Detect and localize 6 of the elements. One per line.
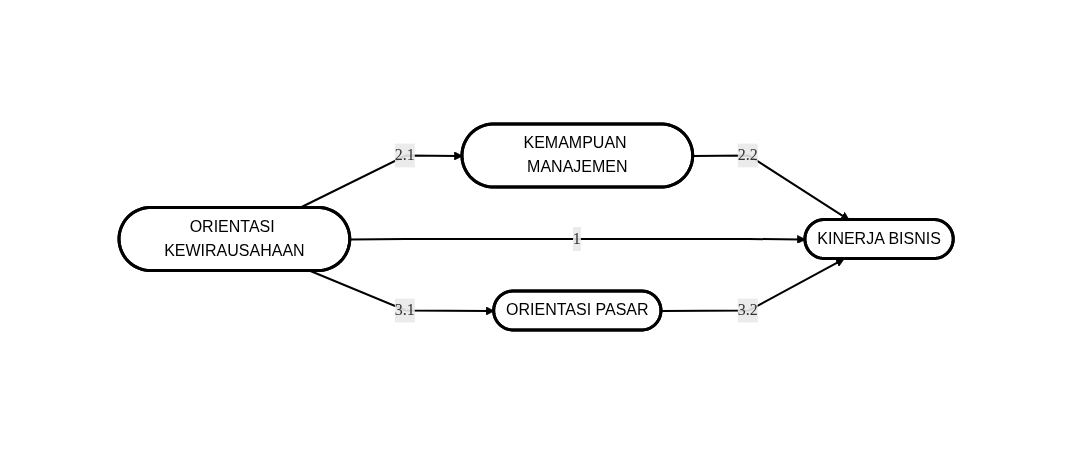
edge-label: 3.1 (394, 301, 415, 319)
arrow (660, 258, 845, 312)
edge-label: 3.2 (737, 301, 758, 319)
edge-label: 2.2 (737, 146, 758, 164)
edge-label: 1 (572, 229, 581, 247)
edge-label: 2.1 (394, 146, 415, 164)
